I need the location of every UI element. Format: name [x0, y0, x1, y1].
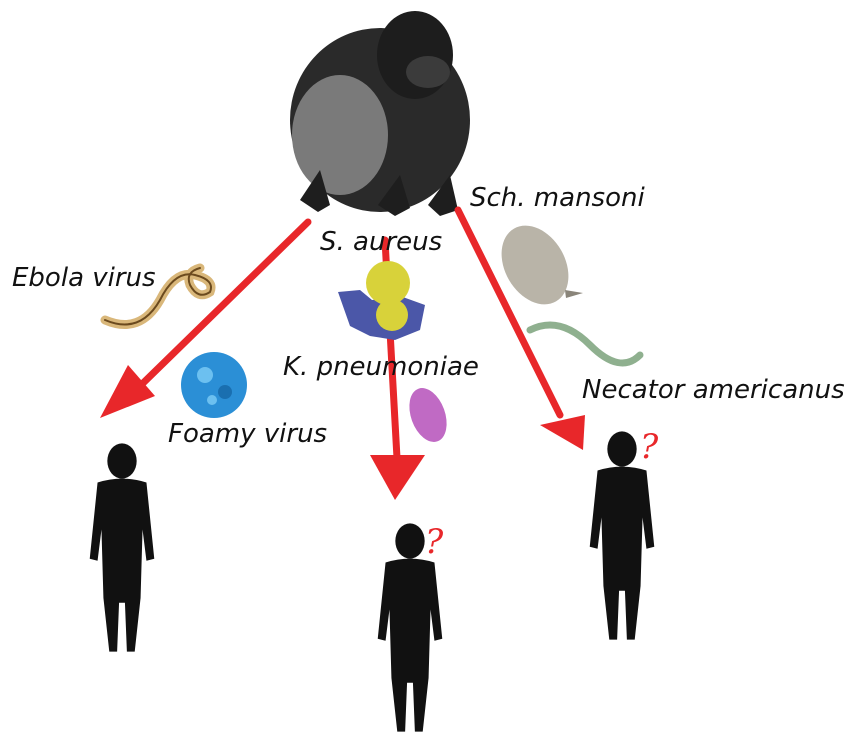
label-s-aureus: S. aureus: [320, 227, 442, 257]
label-sch-mansoni: Sch. mansoni: [470, 183, 645, 213]
foamy-virus-image: [181, 352, 247, 418]
question-mark-center: ?: [425, 522, 444, 562]
label-necator-americanus: Necator americanus: [582, 375, 845, 405]
gorilla-image: [290, 11, 470, 216]
k-pneumoniae-image: [402, 383, 453, 447]
s-aureus-image: [338, 261, 425, 340]
necator-americanus-image: [530, 325, 640, 363]
label-ebola-virus: Ebola virus: [12, 263, 156, 293]
label-k-pneumoniae: K. pneumoniae: [283, 352, 479, 382]
label-foamy-virus: Foamy virus: [168, 419, 327, 449]
question-mark-right: ?: [640, 427, 659, 467]
human-silhouette-left: [90, 443, 155, 651]
